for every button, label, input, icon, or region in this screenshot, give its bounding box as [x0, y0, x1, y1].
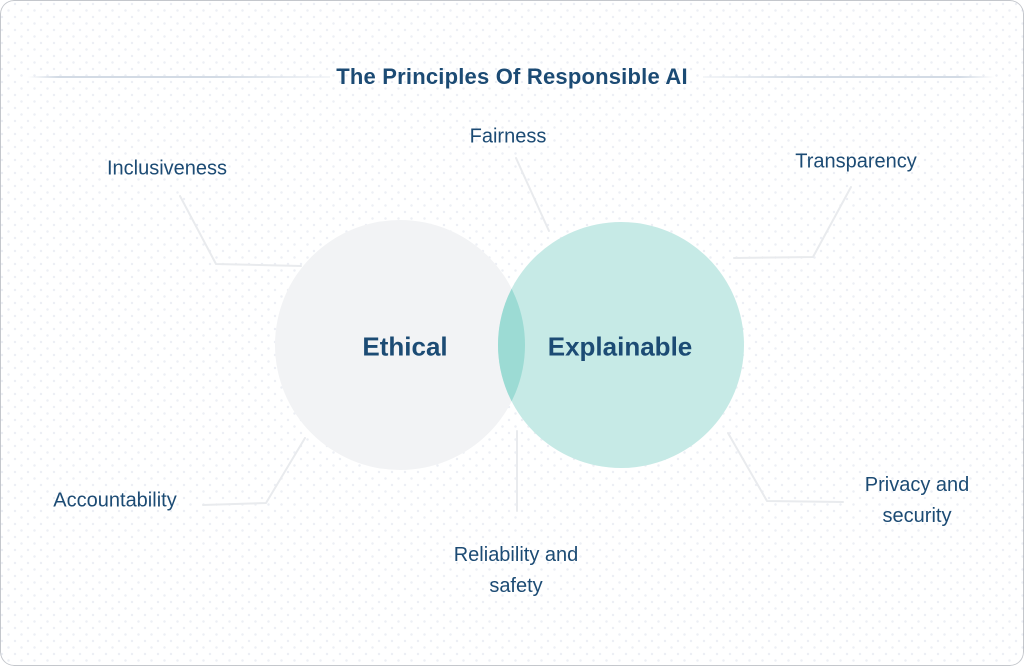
- principle-reliability-and-safety: Reliability and safety: [453, 544, 579, 597]
- connector-transparency: [733, 186, 852, 259]
- explainable-circle: [498, 222, 744, 468]
- ethical-circle: [275, 220, 525, 470]
- title-rule-right: [703, 76, 994, 78]
- principle-fairness: Fairness: [469, 125, 547, 148]
- ethical-label: Ethical: [362, 331, 448, 362]
- connector-fairness: [515, 157, 550, 232]
- principle-inclusiveness: Inclusiveness: [106, 157, 228, 180]
- principle-accountability: Accountability: [53, 489, 177, 512]
- principle-privacy-and-security: Privacy and security: [864, 474, 970, 527]
- explainable-label: Explainable: [547, 331, 693, 362]
- page-title: The Principles Of Responsible AI: [336, 64, 688, 89]
- connector-accountability: [202, 437, 306, 506]
- principle-transparency: Transparency: [795, 150, 917, 173]
- title-rule-left: [28, 76, 330, 78]
- connector-inclusiveness: [179, 195, 302, 267]
- connector-privacy: [727, 432, 844, 503]
